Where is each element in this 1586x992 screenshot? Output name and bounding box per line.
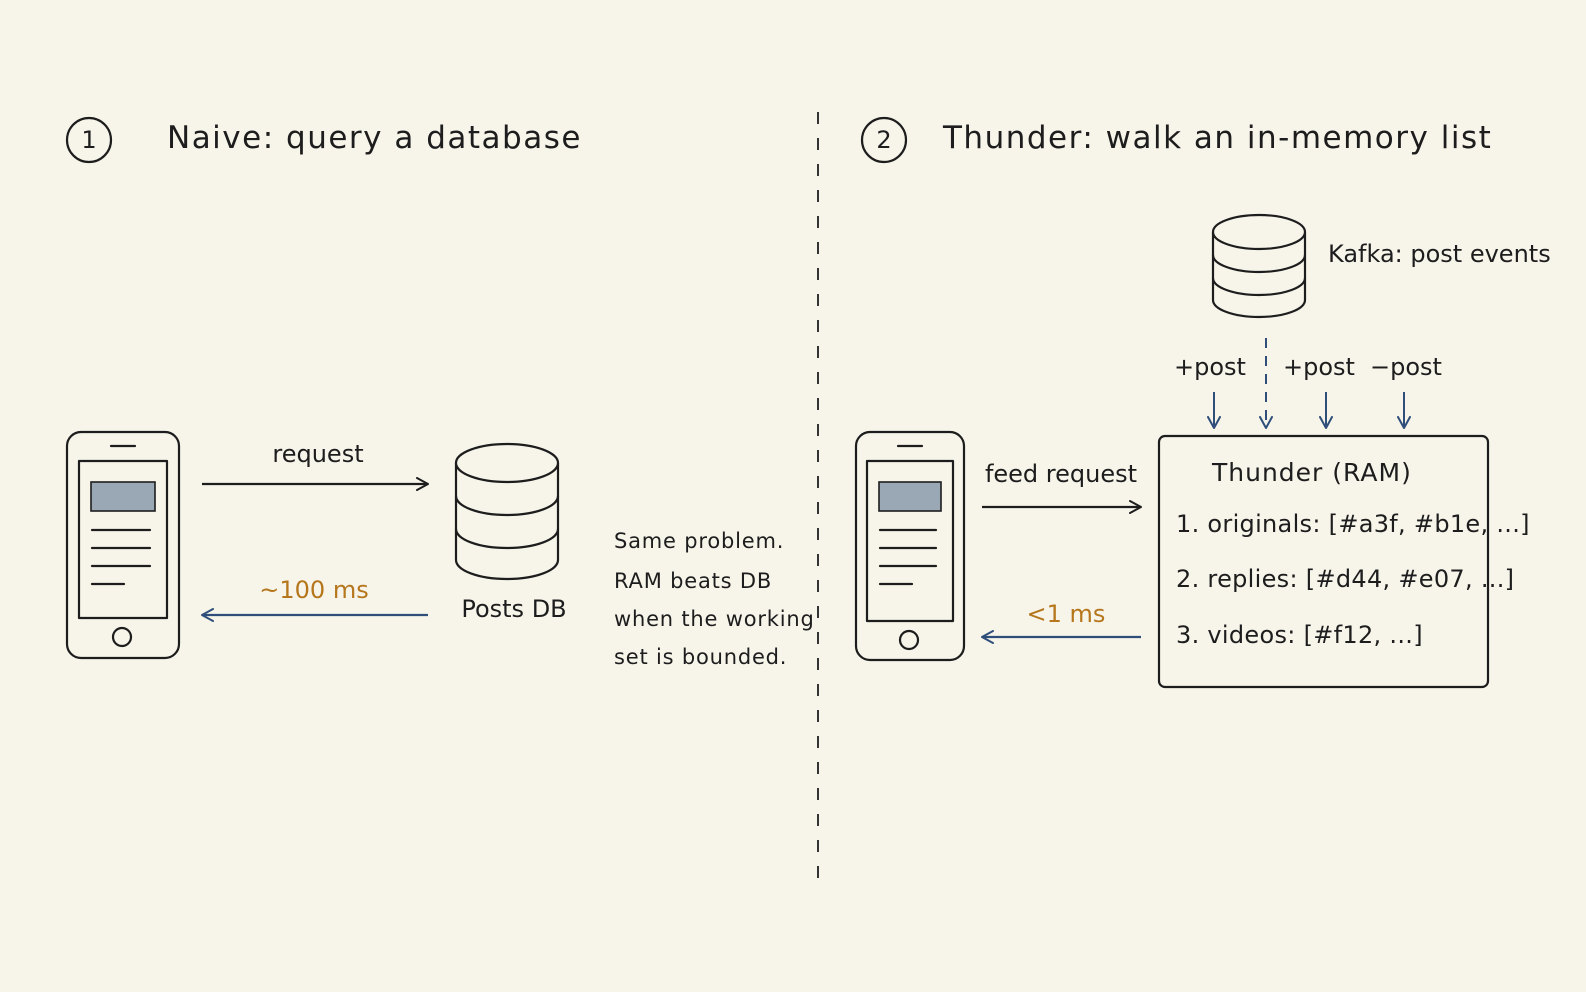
step-number-circle — [65, 116, 113, 164]
right-panel-heading: 2 Thunder: walk an in-memory list — [860, 116, 1492, 164]
list-item: 2. replies: [#d44, #e07, ...] — [1176, 565, 1514, 593]
event-label: +post — [1174, 353, 1246, 381]
side-note: Same problem. RAM beats DB when the work… — [614, 529, 815, 669]
note-line: when the working — [614, 607, 815, 631]
database-icon — [1211, 213, 1307, 319]
db-label: Posts DB — [461, 595, 566, 623]
database-icon — [454, 442, 560, 581]
note-line: RAM beats DB — [614, 569, 772, 593]
latency-label: <1 ms — [1027, 600, 1106, 628]
list-item: 3. videos: [#f12, ...] — [1176, 621, 1423, 649]
thunder-box: Thunder (RAM) 1. originals: [#a3f, #b1e,… — [1157, 434, 1530, 689]
step-number: 1 — [81, 126, 96, 154]
latency-label: ~100 ms — [259, 576, 368, 604]
phone-icon — [65, 430, 181, 660]
thunder-title: Thunder (RAM) — [1211, 458, 1412, 487]
event-label: −post — [1370, 353, 1442, 381]
phone-icon — [854, 430, 966, 662]
request-label: request — [272, 440, 363, 468]
left-panel: 1 Naive: query a database request ~100 m… — [65, 116, 815, 669]
right-panel: 2 Thunder: walk an in-memory list Kafka:… — [854, 116, 1551, 689]
event-label: +post — [1283, 353, 1355, 381]
right-panel-title: Thunder: walk an in-memory list — [942, 120, 1492, 156]
note-line: set is bounded. — [614, 645, 787, 669]
note-line: Same problem. — [614, 529, 784, 553]
step-number: 2 — [876, 126, 891, 154]
left-panel-title: Naive: query a database — [167, 120, 582, 156]
list-item: 1. originals: [#a3f, #b1e, ...] — [1176, 510, 1530, 538]
left-panel-heading: 1 Naive: query a database — [65, 116, 582, 164]
feed-request-label: feed request — [985, 460, 1137, 488]
step-number-circle — [860, 116, 908, 164]
kafka-label: Kafka: post events — [1328, 240, 1551, 268]
